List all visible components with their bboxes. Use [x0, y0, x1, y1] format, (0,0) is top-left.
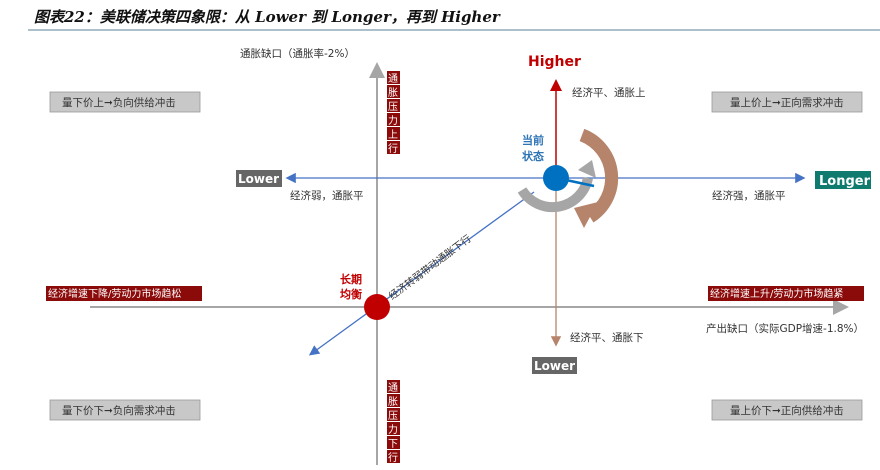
vertical-tag-cell — [387, 436, 400, 449]
vertical-tag-cell — [387, 141, 400, 154]
quadrant-text-top-left: 量下价上➞负向供给冲击 — [62, 96, 176, 109]
diagonal-arrow — [308, 191, 535, 356]
vertical-tag-cell — [387, 408, 400, 421]
lower-down-badge — [532, 357, 577, 374]
quadrant-box-bottom-right — [711, 399, 863, 421]
quadrant-text-bottom-left: 量下价下➞负向需求冲击 — [62, 404, 176, 417]
higher-label: Higher — [528, 54, 581, 70]
long-term-equilibrium-dot — [364, 294, 390, 320]
vertical-tag-cell — [387, 394, 400, 407]
current-state-label-2: 状态 — [522, 149, 544, 163]
brown-cycle-arrowhead — [574, 202, 598, 228]
vertical-tag-cell — [387, 422, 400, 435]
vertical-tag-cell — [387, 99, 400, 112]
lower-left-desc: 经济弱，通胀平 — [290, 189, 364, 202]
figure-title: 图表22：美联储决策四象限：从 Lower 到 Longer，再到 Higher — [34, 8, 501, 26]
quadrant-box-bottom-left — [49, 399, 201, 421]
vertical-tag-cell — [387, 85, 400, 98]
longer-desc: 经济强，通胀平 — [712, 189, 786, 202]
current-state-dot — [543, 165, 569, 191]
lower-down-label: Lower — [534, 359, 575, 373]
current-state-pointer — [565, 178, 595, 188]
right-tag-box — [708, 286, 864, 301]
quadrant-text-top-right: 量上价上➞正向需求冲击 — [730, 96, 844, 109]
vertical-tag-char: 胀 — [388, 396, 398, 408]
vertical-tag-char: 通 — [388, 382, 398, 394]
quadrant-box-top-left — [49, 91, 201, 113]
brown-cycle-arc — [579, 128, 619, 223]
vertical-tag-char: 行 — [388, 142, 398, 155]
vertical-tag-char: 上 — [388, 129, 398, 141]
vertical-tag-char: 压 — [388, 410, 398, 422]
lower-left-badge — [236, 170, 282, 187]
vertical-tag-char: 力 — [388, 114, 398, 127]
left-tag-box — [46, 286, 202, 301]
vertical-tag-char: 胀 — [388, 87, 398, 99]
lower-left-label: Lower — [238, 172, 279, 186]
right-tag: 经济增速上升/劳动力市场趋紧 — [710, 287, 843, 300]
gray-cycle-arrowhead — [578, 160, 596, 178]
x-axis-label: 产出缺口（实际GDP增速-1.8%） — [706, 322, 864, 335]
vertical-tag-char: 力 — [388, 423, 398, 436]
current-state-label-1: 当前 — [522, 133, 544, 147]
vertical-tag-cell — [387, 71, 400, 84]
lower-down-desc: 经济平、通胀下 — [570, 331, 644, 344]
diagonal-label: 经济转弱带动通胀下行 — [386, 232, 474, 303]
gray-cycle-arc — [517, 176, 593, 213]
equilibrium-label-2: 均衡 — [340, 287, 362, 301]
quadrant-text-bottom-right: 量上价下➞正向供给冲击 — [730, 404, 844, 417]
longer-badge — [815, 171, 871, 189]
vertical-tag-cell — [387, 450, 400, 463]
quadrant-box-top-right — [711, 91, 863, 113]
longer-label: Longer — [819, 174, 871, 189]
vertical-tag-char: 行 — [388, 451, 398, 464]
vertical-tag-char: 通 — [388, 73, 398, 85]
vertical-tag-cell — [387, 127, 400, 140]
vertical-tag-cell — [387, 380, 400, 393]
vertical-tag-cell — [387, 113, 400, 126]
equilibrium-label-1: 长期 — [340, 272, 362, 286]
higher-desc: 经济平、通胀上 — [572, 86, 646, 99]
vertical-tag-char: 压 — [388, 101, 398, 113]
vertical-tag-char: 下 — [388, 439, 398, 450]
y-axis-label: 通胀缺口（通胀率-2%） — [240, 47, 355, 60]
left-tag: 经济增速下降/劳动力市场趋松 — [48, 287, 181, 300]
